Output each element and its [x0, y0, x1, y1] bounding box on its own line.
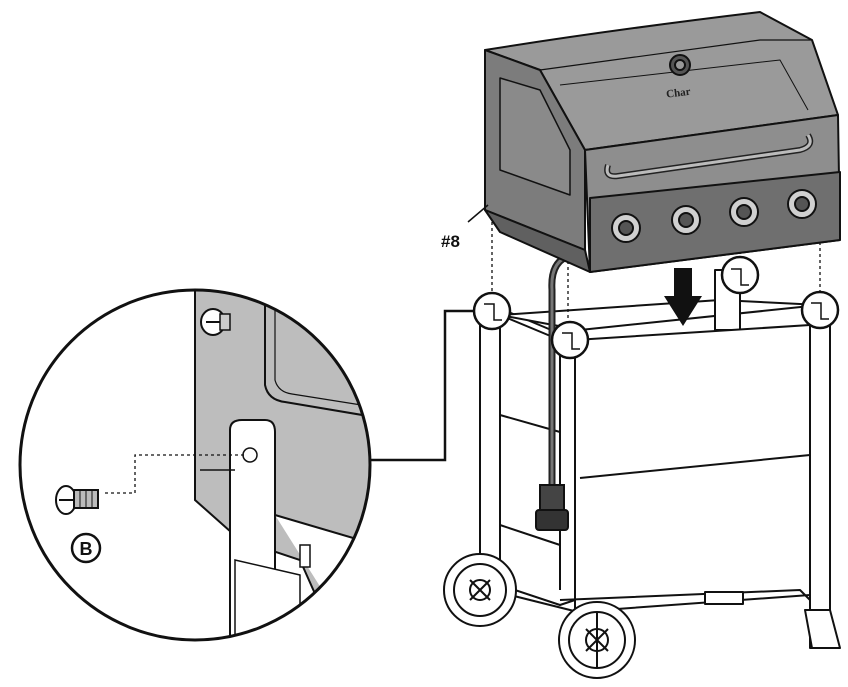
mounting-brackets: [472, 255, 840, 360]
wheels: [443, 553, 636, 679]
detail-top-screw: [200, 308, 231, 336]
cart-back-rail: [499, 299, 821, 331]
cart: [479, 269, 841, 649]
control-knobs: [611, 189, 817, 243]
magnifier-border: [18, 288, 372, 642]
bracket-callout-back-right: [720, 255, 760, 295]
screw-insertion-path: [105, 454, 245, 494]
part-label: #8: [441, 204, 489, 251]
callout-connector: [370, 309, 474, 462]
down-arrow-icon: [664, 268, 702, 326]
regulator: [539, 484, 565, 514]
control-panel: [589, 171, 841, 273]
cart-front-panel: [574, 324, 811, 613]
part-number-label: #8: [441, 232, 460, 251]
rear-wheel: [443, 553, 517, 627]
detail-magnifier: [20, 290, 370, 640]
front-wheel: [558, 601, 636, 679]
cart-back-left-leg: [479, 299, 501, 581]
brand-logo: Char: [665, 86, 691, 101]
screw-icon: [55, 485, 99, 515]
bracket-callout-back-left: [472, 291, 512, 331]
hardware-label-badge: B: [70, 532, 102, 564]
hardware-letter-label: B: [80, 539, 93, 559]
grill-head: Char: [484, 11, 841, 273]
detail-screw-hole: [242, 447, 258, 463]
bracket-callout-front-left: [550, 320, 590, 360]
bracket-callout-front-right: [800, 290, 840, 330]
